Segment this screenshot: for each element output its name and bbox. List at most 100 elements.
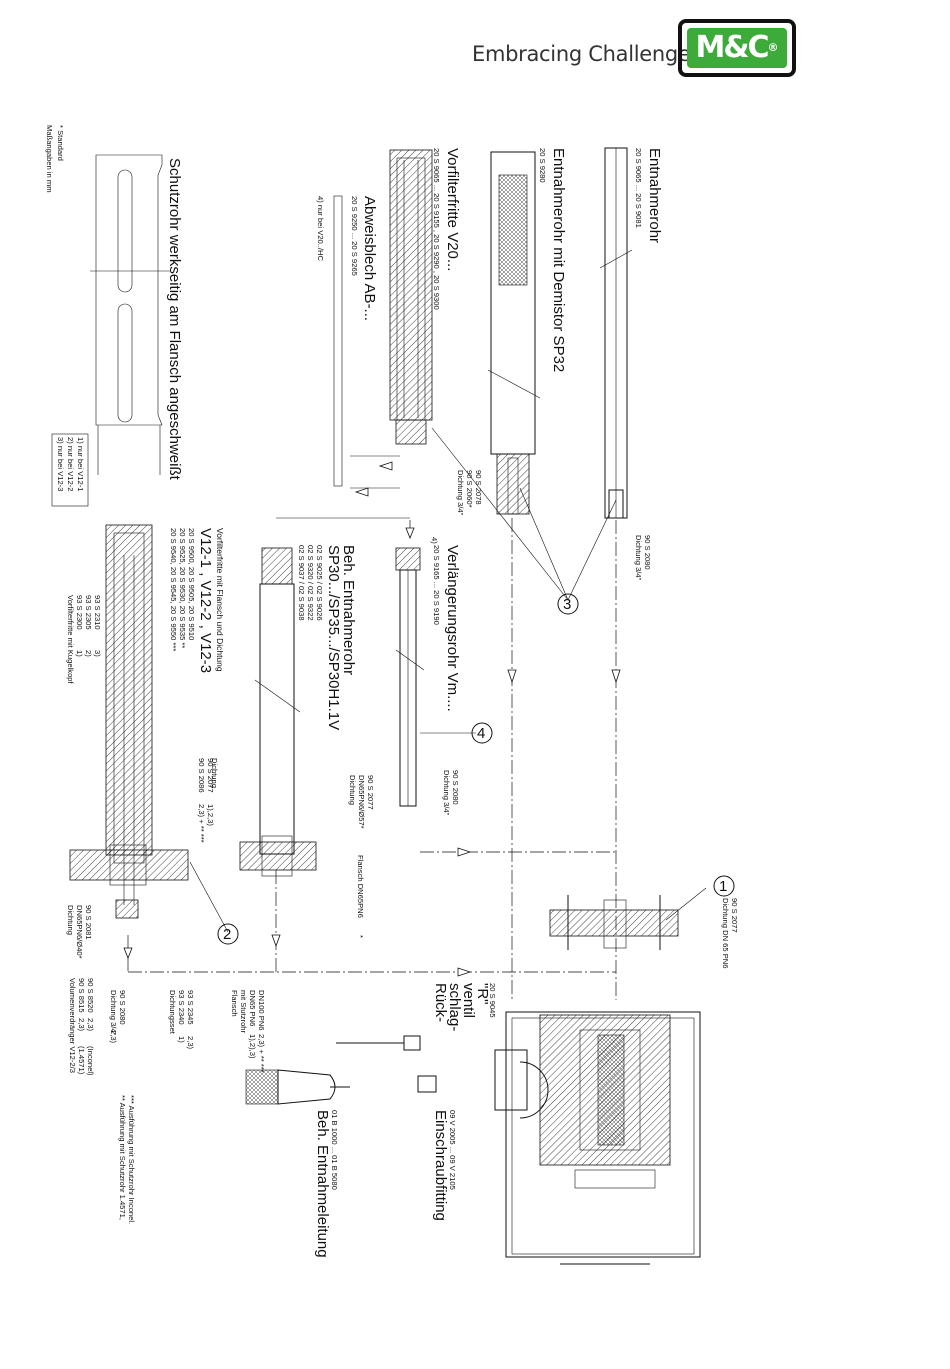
- svg-text:schlag-: schlag-: [446, 983, 463, 1031]
- verlaengerung-title: Verlängerungsrohr Vm....: [444, 545, 461, 712]
- svg-text:2,3): 2,3): [109, 1030, 118, 1044]
- svg-text:1) nur bei V12-1: 1) nur bei V12-1: [76, 437, 85, 491]
- abweis-title: Abweisblech AB-...: [361, 196, 378, 321]
- svg-text:93 S 2305: 93 S 2305: [84, 595, 93, 630]
- svg-text:20 S 9500, 20 S 9505, 20 S 951: 20 S 9500, 20 S 9505, 20 S 9510: [187, 528, 196, 640]
- svg-text:Vorfilterfritte mit Kugelkopf: Vorfilterfritte mit Kugelkopf: [66, 595, 75, 685]
- svg-text:4): 4): [430, 537, 439, 544]
- footnote-4: 4) nur bei V20../HC: [316, 196, 325, 262]
- svg-text:Dichtung DN 65 PN6: Dichtung DN 65 PN6: [721, 898, 730, 969]
- v20-parts: 20 S 9065 ... 20 S 9155 , 20 S 9290 , 20…: [432, 148, 441, 310]
- abweisblech: [333, 195, 400, 497]
- svg-text:SP30.../SP35.../SP30H1.1V: SP30.../SP35.../SP30H1.1V: [325, 545, 342, 730]
- label-v12: Vorfilterfritte mit Flansch und Dichtung…: [169, 528, 225, 673]
- check-valve: [336, 1035, 421, 1051]
- flange-dn65: [549, 895, 679, 950]
- svg-text:2,3): 2,3): [77, 1018, 86, 1032]
- entnahmerohr-tube: [599, 147, 633, 519]
- svg-text:90 S 8520: 90 S 8520: [86, 978, 95, 1013]
- svg-text:*: *: [356, 935, 365, 938]
- svg-text:(Inconel): (Inconel): [86, 1046, 95, 1076]
- callout-3: 3: [557, 593, 579, 615]
- heated-line: [245, 1069, 350, 1105]
- svg-text:2,3) + ** ***: 2,3) + ** ***: [257, 1034, 266, 1073]
- svg-text:90 S 8515: 90 S 8515: [77, 978, 86, 1013]
- einschraubfitting: [417, 1075, 437, 1093]
- schutzrohr-title: Schutzrohr werkseitig am Flansch angesch…: [166, 158, 183, 481]
- svg-text:DN65PN6/Ø57*: DN65PN6/Ø57*: [357, 775, 366, 829]
- svg-text:Flansch DN65PN6: Flansch DN65PN6: [356, 855, 365, 918]
- svg-text:Vorfilterfritte mit Flansch un: Vorfilterfritte mit Flansch und Dichtung: [215, 528, 225, 672]
- svg-text:Dichtung: Dichtung: [66, 905, 75, 935]
- svg-text:90 S 2078: 90 S 2078: [474, 470, 483, 505]
- label-beh-leitung: Beh. Entnahmeleitung 01 B 1000 ... 01 B …: [314, 1110, 339, 1258]
- svg-text:2,3): 2,3): [186, 1036, 195, 1050]
- label-rueckschlag: Rück- schlag- ventil "R" 20 S 9045: [432, 983, 497, 1031]
- svg-text:20 S 9525, 20 S 9530, 20 S 953: 20 S 9525, 20 S 9530, 20 S 9535 **: [178, 528, 187, 648]
- v12-filter: [69, 524, 189, 919]
- note-standard: * Standard: [56, 125, 65, 161]
- svg-text:90 S 2077: 90 S 2077: [730, 898, 739, 933]
- svg-text:90 S 2080: 90 S 2080: [118, 990, 127, 1025]
- demistor-tube: [487, 151, 541, 515]
- svg-text:93 S 2345: 93 S 2345: [186, 990, 195, 1025]
- verlaengerungsrohr: [395, 547, 425, 807]
- svg-text:90 S 2086: 90 S 2086: [197, 758, 206, 793]
- center-lines: [127, 517, 617, 1000]
- label-einschraub: Einschraubfitting 09 V 2005 ... 09 V 210…: [432, 1110, 457, 1221]
- svg-text:DN65 PN6: DN65 PN6: [248, 990, 257, 1026]
- svg-text:20 S 9540, 20 S 9545, 20 S 955: 20 S 9540, 20 S 9545, 20 S 9550 ***: [169, 528, 178, 651]
- svg-text:1): 1): [75, 650, 84, 657]
- svg-text:93 S 2300: 93 S 2300: [75, 595, 84, 630]
- footnote-box: 1) nur bei V12-1 2) nur bei V12-2 3) nur…: [51, 433, 89, 507]
- note-units: Maßangaben in mm: [45, 125, 54, 193]
- svg-text:Dichtung 3/4": Dichtung 3/4": [456, 470, 465, 516]
- brand-tagline: Embracing Challenge: [472, 42, 691, 66]
- svg-text:02 S 9320 / 02 S 9322: 02 S 9320 / 02 S 9322: [306, 545, 315, 621]
- label-verlaengerung: Verlängerungsrohr Vm.... 20 S 9165 ... 2…: [432, 545, 461, 712]
- v20-title: Vorfilterfritte V20...: [444, 148, 461, 271]
- svg-text:Rück-: Rück-: [432, 983, 449, 1022]
- callout-1: 1: [713, 875, 735, 897]
- svg-text:Dichtung: Dichtung: [348, 775, 357, 805]
- svg-text:1: 1: [719, 878, 727, 895]
- svg-text:02 S 9037 / 02 S 9038: 02 S 9037 / 02 S 9038: [297, 545, 306, 621]
- svg-text:ventil: ventil: [460, 983, 477, 1018]
- v20-filter: [389, 149, 433, 445]
- svg-text:Dichtungsset: Dichtungsset: [168, 990, 177, 1035]
- svg-text:1),2,3): 1),2,3): [206, 804, 215, 826]
- svg-text:90 S 2077: 90 S 2077: [206, 758, 215, 793]
- svg-text:90 S 2060*: 90 S 2060*: [465, 470, 474, 508]
- svg-text:90 S 2077: 90 S 2077: [366, 775, 375, 810]
- svg-text:*** Ausführung mit Schutzrohr: *** Ausführung mit Schutzrohr Inconel.: [127, 1095, 136, 1224]
- svg-text:Volumenverdränger V12-2/3: Volumenverdränger V12-2/3: [68, 978, 77, 1073]
- svg-text:2,3): 2,3): [86, 1018, 95, 1032]
- svg-text:1): 1): [177, 1036, 186, 1043]
- label-entnahmerohr: Entnahmerohr 20 S 9065 ... 20 S 9081: [634, 148, 663, 243]
- svg-text:DN100 PN6: DN100 PN6: [257, 990, 266, 1031]
- flow-arrows: [123, 527, 621, 977]
- svg-text:Dichtung 3/4": Dichtung 3/4": [634, 535, 643, 581]
- svg-text:DN65PN6/Ø40*: DN65PN6/Ø40*: [75, 905, 84, 959]
- svg-text:93 S 2310: 93 S 2310: [93, 595, 102, 630]
- svg-text:90 S 2080: 90 S 2080: [451, 770, 460, 805]
- svg-text:"R": "R": [474, 983, 491, 1004]
- label-kugelkopf: Vorfilterfritte mit Kugelkopf 93 S 2300 …: [66, 595, 102, 685]
- svg-text:V12-1 , V12-2 , V12-3: V12-1 , V12-2 , V12-3: [197, 528, 214, 673]
- probe-body: [494, 1011, 701, 1265]
- svg-text:1),2),3): 1),2),3): [248, 1034, 257, 1059]
- label-beh-rohr: Beh. Entnahmerohr SP30.../SP35.../SP30H1…: [297, 545, 357, 730]
- svg-text:Flansch: Flansch: [230, 990, 239, 1017]
- svg-text:90 S 2081: 90 S 2081: [84, 905, 93, 940]
- svg-text:** Ausführung mit Schutzrohr 1: ** Ausführung mit Schutzrohr 1.4571,: [118, 1095, 127, 1220]
- svg-text:3: 3: [563, 596, 571, 613]
- svg-text:Dichtung 3/4": Dichtung 3/4": [442, 770, 451, 816]
- callout-4: 4: [471, 722, 493, 744]
- svg-text:01 B 1000 ... 01 B 5080: 01 B 1000 ... 01 B 5080: [330, 1110, 339, 1190]
- label-demistor: Entnahmerohr mit Demistor SP32 20 S 9280: [538, 148, 567, 372]
- svg-text:Beh. Entnahmeleitung: Beh. Entnahmeleitung: [314, 1110, 331, 1258]
- svg-text:2) nur bei V12-2: 2) nur bei V12-2: [66, 437, 75, 491]
- svg-text:4: 4: [477, 725, 485, 742]
- svg-text:Beh. Entnahmerohr: Beh. Entnahmerohr: [340, 545, 357, 675]
